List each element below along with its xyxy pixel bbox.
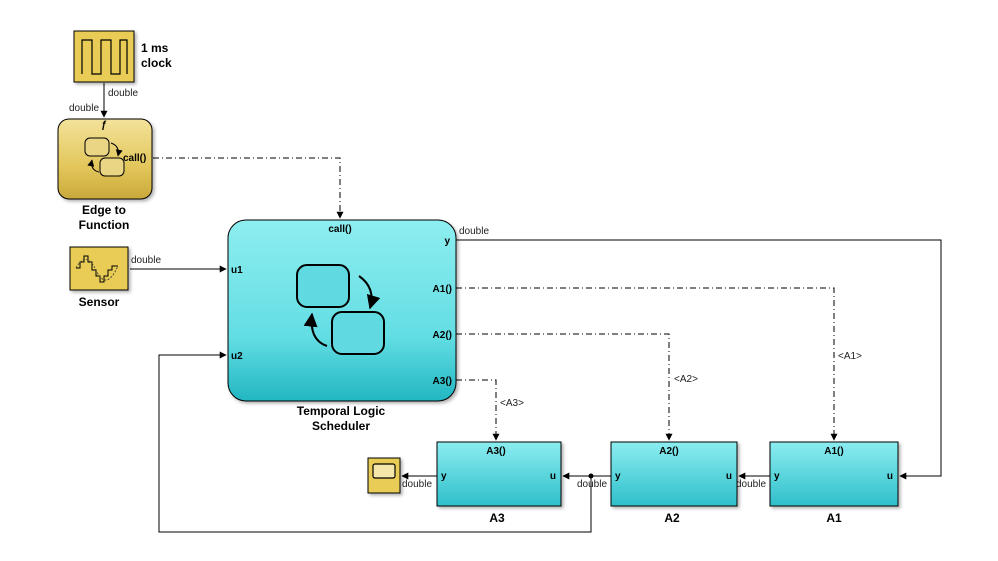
wire-feedback-to-u2[interactable] — [158, 351, 592, 533]
a1-port-u: u — [887, 471, 893, 482]
scheduler-port-a2: A2() — [433, 330, 452, 341]
clock-label-2: clock — [141, 56, 172, 70]
edge-port-call: call() — [123, 153, 146, 164]
scheduler-port-call: call() — [328, 224, 351, 235]
wire-a3-call[interactable] — [456, 379, 500, 441]
scheduler-y-type: double — [459, 226, 489, 237]
wire-a1-call[interactable] — [456, 287, 838, 441]
a3-link-type: double — [402, 479, 432, 490]
transition-arrow-2 — [303, 312, 328, 347]
a1-title: A1() — [824, 446, 843, 457]
scheduler-label-1: Temporal Logic — [297, 404, 386, 418]
a3-port-y: y — [441, 471, 447, 482]
trigger-icon: ƒ — [101, 120, 107, 131]
scheduler-port-u1: u1 — [231, 265, 243, 276]
transition-arrow-1 — [358, 275, 381, 310]
goto-tag-a1: <A1> — [838, 351, 862, 362]
scheduler-port-u2: u2 — [231, 351, 243, 362]
sensor-label: Sensor — [79, 295, 120, 309]
a2-block[interactable] — [610, 441, 738, 507]
wire-scheduler-y-to-a1-u[interactable] — [456, 239, 942, 480]
edge-label-1: Edge to — [82, 203, 126, 217]
scope-screen-icon — [372, 463, 396, 479]
edge-label-2: Function — [79, 218, 130, 232]
scope-block[interactable] — [367, 457, 401, 494]
goto-tag-a3: <A3> — [500, 398, 524, 409]
a1-block[interactable] — [769, 441, 899, 507]
scheduler-port-y: y — [444, 236, 450, 247]
goto-tag-a2: <A2> — [674, 374, 698, 385]
a3-port-u: u — [550, 471, 556, 482]
branch-point — [588, 473, 594, 479]
sensor-block[interactable] — [69, 246, 129, 291]
state-icon-a — [84, 137, 110, 157]
a2-label: A2 — [664, 511, 680, 525]
clock-label-1: 1 ms — [141, 41, 169, 55]
a3-title: A3() — [486, 446, 505, 457]
wire-a2-call[interactable] — [456, 333, 673, 441]
edge-to-function-block[interactable] — [57, 118, 153, 200]
state-icon-2 — [331, 311, 385, 355]
state-icon-1 — [296, 264, 350, 308]
clock-block[interactable] — [73, 30, 135, 83]
a2-link-type: double — [577, 479, 607, 490]
a2-port-u: u — [726, 471, 732, 482]
scheduler-label-2: Scheduler — [312, 419, 370, 433]
a2-port-y: y — [615, 471, 621, 482]
staircase-signal-icon — [76, 255, 118, 283]
clock-out-type: double — [108, 88, 138, 99]
edge-in-type: double — [69, 103, 99, 114]
scheduler-block[interactable] — [227, 219, 457, 402]
a1-port-y: y — [774, 471, 780, 482]
a1-link-type: double — [736, 479, 766, 490]
a2-title: A2() — [659, 446, 678, 457]
scheduler-port-a3: A3() — [433, 376, 452, 387]
sensor-out-type: double — [131, 255, 161, 266]
a1-label: A1 — [826, 511, 842, 525]
scheduler-port-a1: A1() — [433, 284, 452, 295]
wire-edge-to-scheduler-call[interactable] — [153, 157, 344, 219]
a3-label: A3 — [489, 511, 505, 525]
wires — [100, 83, 942, 533]
a3-block[interactable] — [436, 441, 562, 507]
state-icon-b — [99, 157, 125, 177]
pulse-icon — [81, 39, 128, 75]
